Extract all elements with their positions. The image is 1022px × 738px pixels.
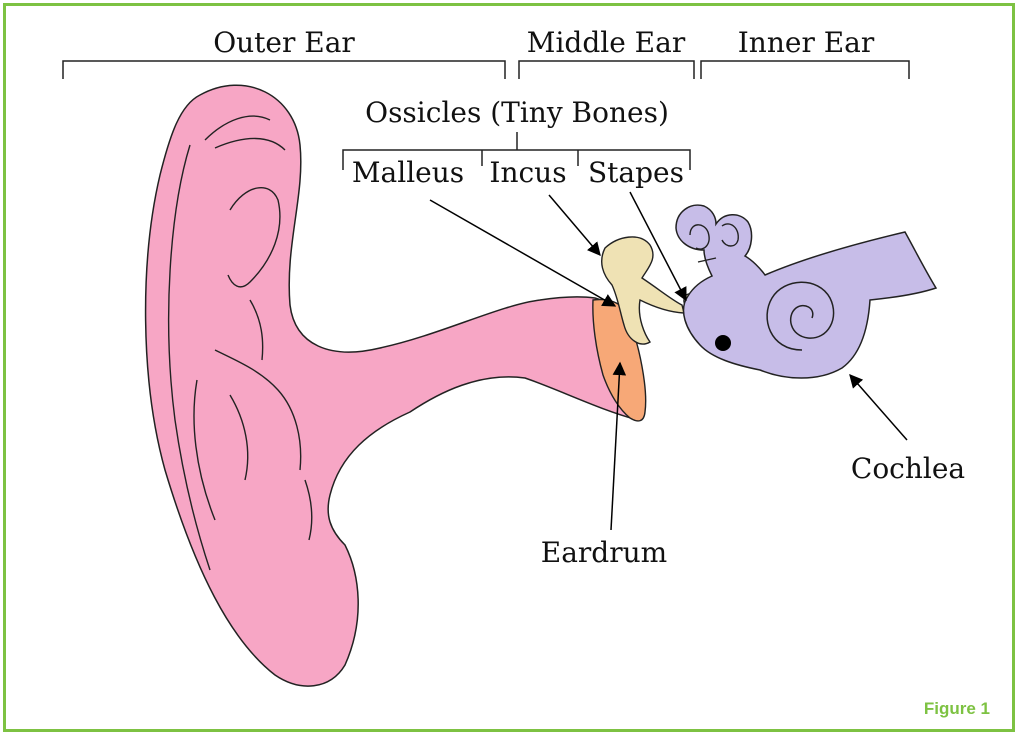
inner-ear-shape [676, 205, 936, 378]
label-middle-ear: Middle Ear [527, 26, 686, 59]
ear-diagram: Outer Ear Middle Ear Inner Ear Ossicles … [6, 6, 1012, 729]
label-incus: Incus [489, 156, 566, 189]
label-outer-ear: Outer Ear [213, 26, 355, 59]
label-malleus: Malleus [352, 156, 464, 189]
figure-frame: Outer Ear Middle Ear Inner Ear Ossicles … [3, 3, 1015, 732]
label-stapes: Stapes [588, 156, 684, 189]
figure-caption: Figure 1 [924, 699, 990, 719]
label-ossicles: Ossicles (Tiny Bones) [365, 96, 669, 129]
label-eardrum: Eardrum [541, 536, 667, 569]
label-cochlea: Cochlea [851, 452, 965, 485]
label-inner-ear: Inner Ear [738, 26, 875, 59]
